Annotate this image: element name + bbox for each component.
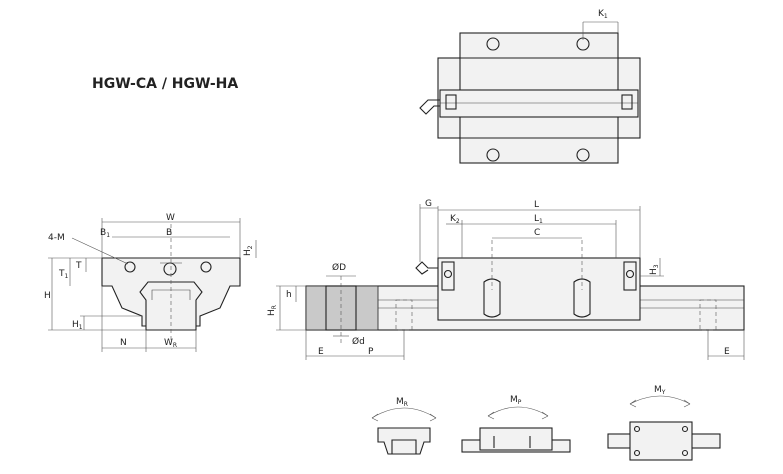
- mounting-hole: [486, 37, 500, 51]
- label-MY: MY: [654, 385, 666, 396]
- dim-K2: K2: [450, 214, 460, 225]
- top-view-rail: [439, 89, 639, 118]
- dim-N: N: [120, 338, 127, 348]
- cross-section-view: W B B1 4-M H2 T T1 H H1 N WR: [44, 213, 257, 352]
- roll-arrow-icon: [371, 407, 437, 419]
- dim-P: P: [368, 347, 374, 357]
- dim-4M: 4-M: [48, 233, 65, 243]
- dim-B: B: [166, 228, 172, 238]
- dim-C: C: [534, 228, 540, 238]
- dim-L1: L1: [534, 214, 543, 225]
- dim-HR: HR: [267, 305, 278, 316]
- moment-MR: MR: [371, 397, 437, 455]
- dim-W: W: [166, 213, 175, 223]
- dim-D: ØD: [332, 262, 346, 273]
- dim-WR: WR: [164, 338, 177, 349]
- dim-d: Ød: [352, 336, 365, 347]
- dim-h: h: [286, 290, 292, 300]
- grease-nipple-icon: [419, 99, 440, 115]
- rail-profile: [139, 281, 203, 331]
- dim-H1: H1: [72, 320, 83, 331]
- top-view: K1: [419, 9, 641, 164]
- mounting-hole: [576, 148, 590, 162]
- mounting-hole: [486, 148, 500, 162]
- dim-E-right: E: [724, 347, 730, 357]
- rail-cutaway: [305, 285, 379, 331]
- label-MP: MP: [510, 395, 522, 406]
- yaw-arrow-icon: [629, 395, 691, 405]
- pitch-arrow-icon: [487, 406, 549, 417]
- dim-T: T: [75, 261, 82, 271]
- label-MR: MR: [396, 397, 408, 408]
- model-title: HGW-CA / HGW-HA: [92, 76, 238, 92]
- moment-MY: MY: [607, 385, 721, 461]
- dim-E: E: [318, 347, 324, 357]
- moment-MP: MP: [461, 395, 571, 453]
- dim-G: G: [425, 199, 432, 209]
- dim-B1: B1: [100, 228, 110, 239]
- side-block: [437, 257, 641, 321]
- dim-H2: H2: [243, 245, 254, 256]
- dim-K1: K1: [598, 9, 608, 20]
- side-grease-nipple-icon: [415, 261, 438, 275]
- dim-H: H: [44, 291, 51, 301]
- dim-H3: H3: [649, 264, 660, 275]
- dim-T1: T1: [58, 269, 69, 280]
- dim-L: L: [534, 200, 539, 210]
- side-view: G L K2 L1 C H3 ØD h HR Ød: [267, 199, 745, 360]
